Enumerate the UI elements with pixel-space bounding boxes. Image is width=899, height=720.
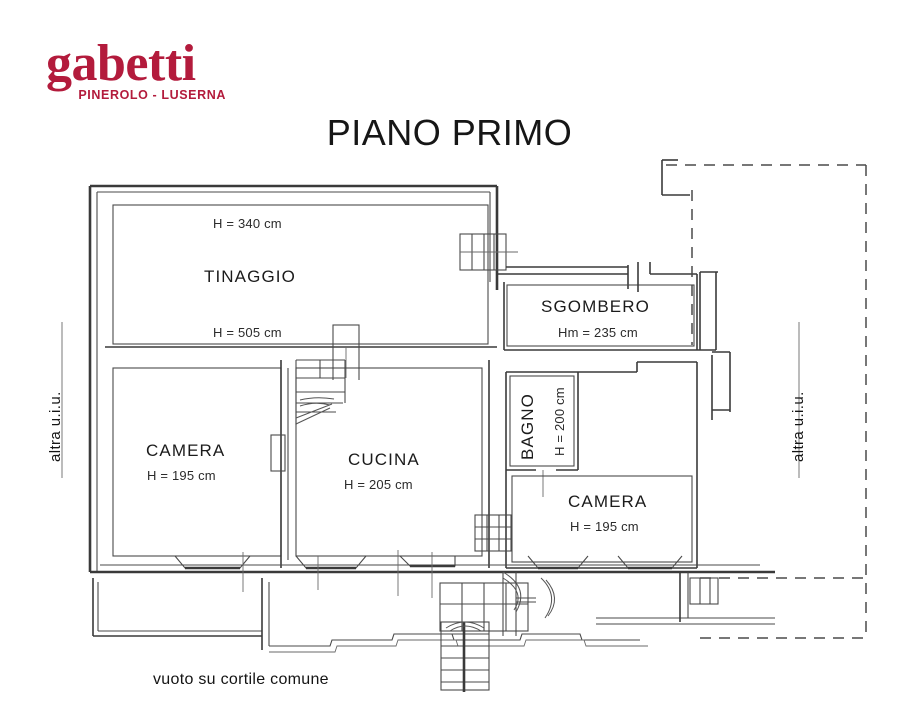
camera-left-height: H = 195 cm [147, 468, 216, 483]
sgombero-height: Hm = 235 cm [558, 325, 638, 340]
right-unit-note: altra u.i.u. [790, 391, 807, 462]
left-unit-note: altra u.i.u. [47, 391, 64, 462]
door-camera-left [270, 434, 286, 472]
door-swing-balcony-right [540, 577, 555, 619]
page-title: PIANO PRIMO [326, 112, 573, 153]
room-tinaggio-outline [105, 204, 497, 348]
unit-boundary-lines [61, 322, 800, 478]
opening-tinaggio-stairs [332, 324, 360, 380]
bagno-height: H = 200 cm [552, 387, 567, 456]
courtyard-note: vuoto su cortile comune [153, 671, 329, 688]
wall-right-balcony [679, 572, 719, 622]
room-label-sgombero: SGOMBERO [541, 297, 650, 316]
bottom-facade-wall [90, 550, 775, 598]
camera-right-height: H = 195 cm [570, 519, 639, 534]
adjacent-unit-right-dashed [661, 159, 867, 639]
room-label-bagno: BAGNO [518, 393, 537, 460]
tinaggio-height-top: H = 340 cm [213, 216, 282, 231]
room-label-camera-right: CAMERA [568, 492, 648, 511]
room-sgombero-outline [497, 262, 698, 351]
window-tinaggio-right [459, 233, 518, 271]
wall-upper-right-connector [496, 266, 628, 290]
cucina-height: H = 205 cm [344, 477, 413, 492]
room-bagno-outline [505, 371, 579, 497]
balcony-outline [92, 578, 775, 653]
room-label-camera-left: CAMERA [146, 441, 226, 460]
room-label-cucina: CUCINA [348, 450, 420, 469]
gabetti-logo: gabetti PINEROLO - LUSERNA [46, 38, 246, 116]
staircase-cucina [295, 359, 346, 425]
tinaggio-height-bottom: H = 505 cm [213, 325, 282, 340]
logo-tagline: PINEROLO - LUSERNA [78, 88, 226, 102]
staircase-courtyard [439, 582, 529, 692]
room-camera-left-outline [112, 360, 289, 568]
window-between-cucina-camera [474, 514, 512, 552]
room-label-tinaggio: TINAGGIO [204, 267, 296, 286]
room-cucina-outline [295, 360, 490, 568]
logo-wordmark: gabetti [46, 35, 196, 92]
exterior-walls [88, 184, 499, 572]
